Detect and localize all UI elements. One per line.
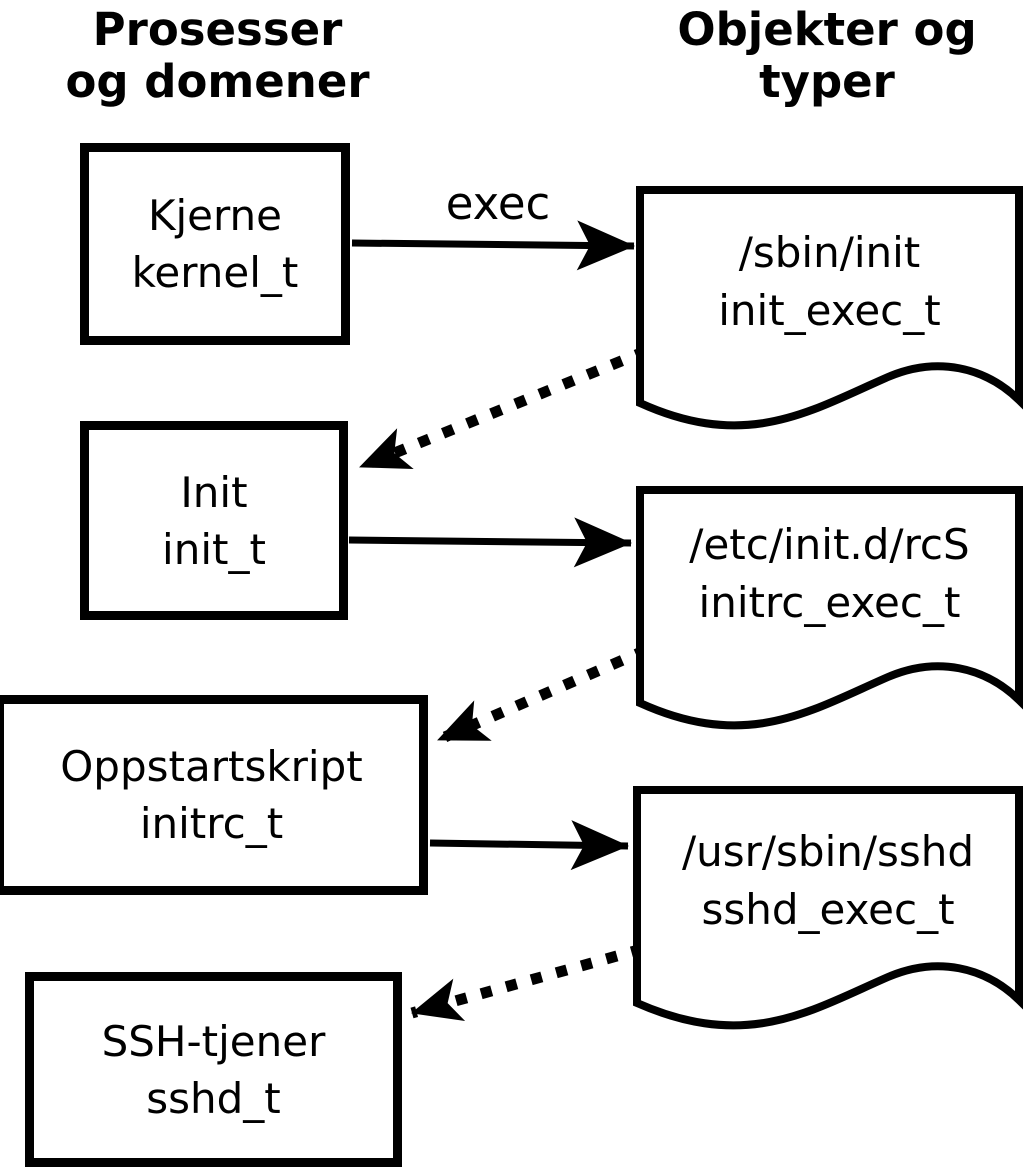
object-label-etc-initd-rcs: /etc/init.d/rcS initrc_exec_t	[640, 516, 1019, 632]
object-path: /usr/sbin/sshd	[681, 827, 975, 876]
exec-arrow-initrc-to-sshd	[429, 820, 629, 871]
column-header-objects: Objekter og typer	[630, 4, 1024, 108]
process-domain: initrc_t	[139, 799, 284, 848]
document-shape-etc-initd-rcs	[636, 486, 1023, 730]
process-box-kernel: Kjerne kernel_t	[80, 143, 350, 345]
header-processes-line2: og domener	[65, 55, 370, 108]
process-domain: init_t	[162, 524, 266, 574]
exec-arrow-kernel-to-sbin-init	[351, 220, 635, 271]
object-path: /etc/init.d/rcS	[689, 520, 970, 569]
header-objects-line1: Objekter og	[677, 3, 977, 56]
dotted-transition-arrow-sshd	[410, 943, 644, 1022]
column-header-processes: Prosesser og domener	[20, 4, 415, 108]
document-shape-sbin-init	[636, 186, 1023, 430]
document-shape-usr-sbin-sshd	[633, 786, 1023, 1030]
object-type: init_exec_t	[718, 286, 941, 335]
process-name: Oppstartskript	[60, 742, 363, 791]
header-processes-line1: Prosesser	[92, 3, 343, 56]
process-name: Kjerne	[147, 191, 283, 240]
process-name: Init	[180, 467, 248, 517]
object-label-sbin-init: /sbin/init init_exec_t	[640, 224, 1019, 340]
process-domain: kernel_t	[131, 248, 299, 297]
object-path: /sbin/init	[738, 228, 921, 277]
process-domain: sshd_t	[146, 1073, 281, 1123]
exec-arrow-init-to-rcs	[348, 517, 632, 568]
process-box-sshd: SSH-tjener sshd_t	[25, 972, 402, 1167]
process-box-init: Init init_t	[80, 421, 348, 620]
object-type: sshd_exec_t	[701, 885, 955, 934]
object-type: initrc_exec_t	[698, 578, 961, 627]
process-name: SSH-tjener	[101, 1016, 326, 1066]
header-objects-line2: typer	[759, 55, 895, 108]
process-box-initrc: Oppstartskript initrc_t	[0, 695, 428, 895]
dotted-transition-arrow-initrc	[435, 644, 649, 746]
exec-arrow-label: exec	[445, 177, 551, 230]
object-label-usr-sbin-sshd: /usr/sbin/sshd sshd_exec_t	[637, 823, 1019, 939]
dotted-transition-arrow-init	[357, 345, 649, 473]
